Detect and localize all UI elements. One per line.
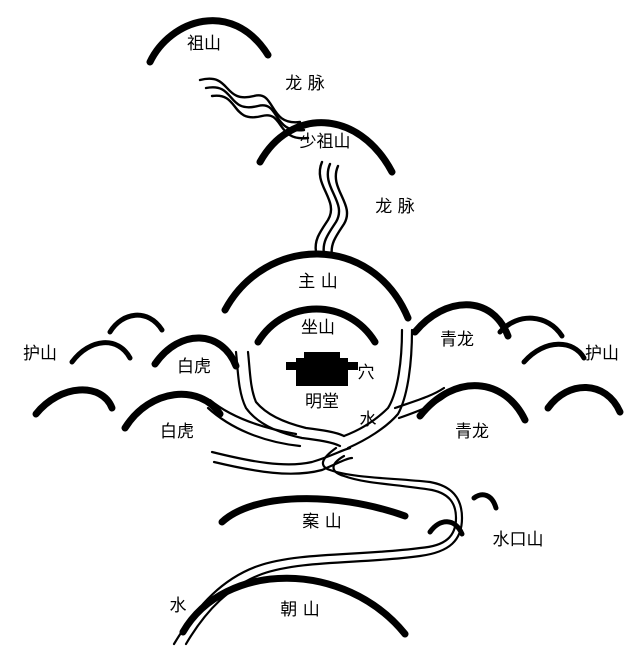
label-shaozushan: 少祖山 <box>300 132 351 152</box>
label-shui-2: 水 <box>170 596 187 616</box>
label-hushan-left: 护山 <box>23 344 57 364</box>
label-mingtang: 明堂 <box>305 392 339 412</box>
hushan-left-ridge-1 <box>107 312 165 335</box>
zhushan-ridge <box>221 250 412 322</box>
zushan-ridge <box>146 17 272 66</box>
label-zushan: 祖山 <box>187 34 221 54</box>
label-longmai-2: 龙 脉 <box>375 197 414 217</box>
hushan-right-ridge-3 <box>544 384 624 416</box>
label-zhushan: 主 山 <box>298 272 337 292</box>
label-hushan-right: 护山 <box>585 344 619 364</box>
label-shuikoushan: 水口山 <box>493 530 544 550</box>
water-channel <box>172 328 464 646</box>
label-zuoshan: 坐山 <box>301 318 335 338</box>
shuikoushan-ridge-1 <box>427 519 465 537</box>
shaozushan-ridge <box>256 119 396 176</box>
baihu-lower-ridge <box>121 390 224 432</box>
label-qinglong-lower: 青龙 <box>455 422 489 442</box>
label-baihu-upper: 白虎 <box>177 357 211 377</box>
hushan-left-ridge-2 <box>69 340 133 365</box>
longmai-lower-vein <box>314 160 349 258</box>
baihu-upper-ridge <box>151 334 240 370</box>
chaoshan-ridge <box>179 574 409 638</box>
label-xue: 穴 <box>358 363 375 383</box>
hushan-left-ridge-3 <box>32 386 116 418</box>
label-longmai-1: 龙 脉 <box>285 74 324 94</box>
xue-building-icon <box>286 352 358 386</box>
qinglong-upper-ridge <box>411 301 512 340</box>
label-shui-1: 水 <box>360 410 377 430</box>
hushan-right-ridge-2 <box>521 341 587 365</box>
label-anshan: 案 山 <box>302 512 341 532</box>
label-baihu-lower: 白虎 <box>160 422 194 442</box>
label-qinglong-upper: 青龙 <box>440 330 474 350</box>
zuoshan-ridge <box>254 305 379 346</box>
label-chaoshan: 朝 山 <box>280 600 319 620</box>
shuikoushan-ridge-2 <box>471 492 499 511</box>
anshan-ridge <box>218 495 409 526</box>
qinglong-lower-ridge <box>416 382 529 424</box>
